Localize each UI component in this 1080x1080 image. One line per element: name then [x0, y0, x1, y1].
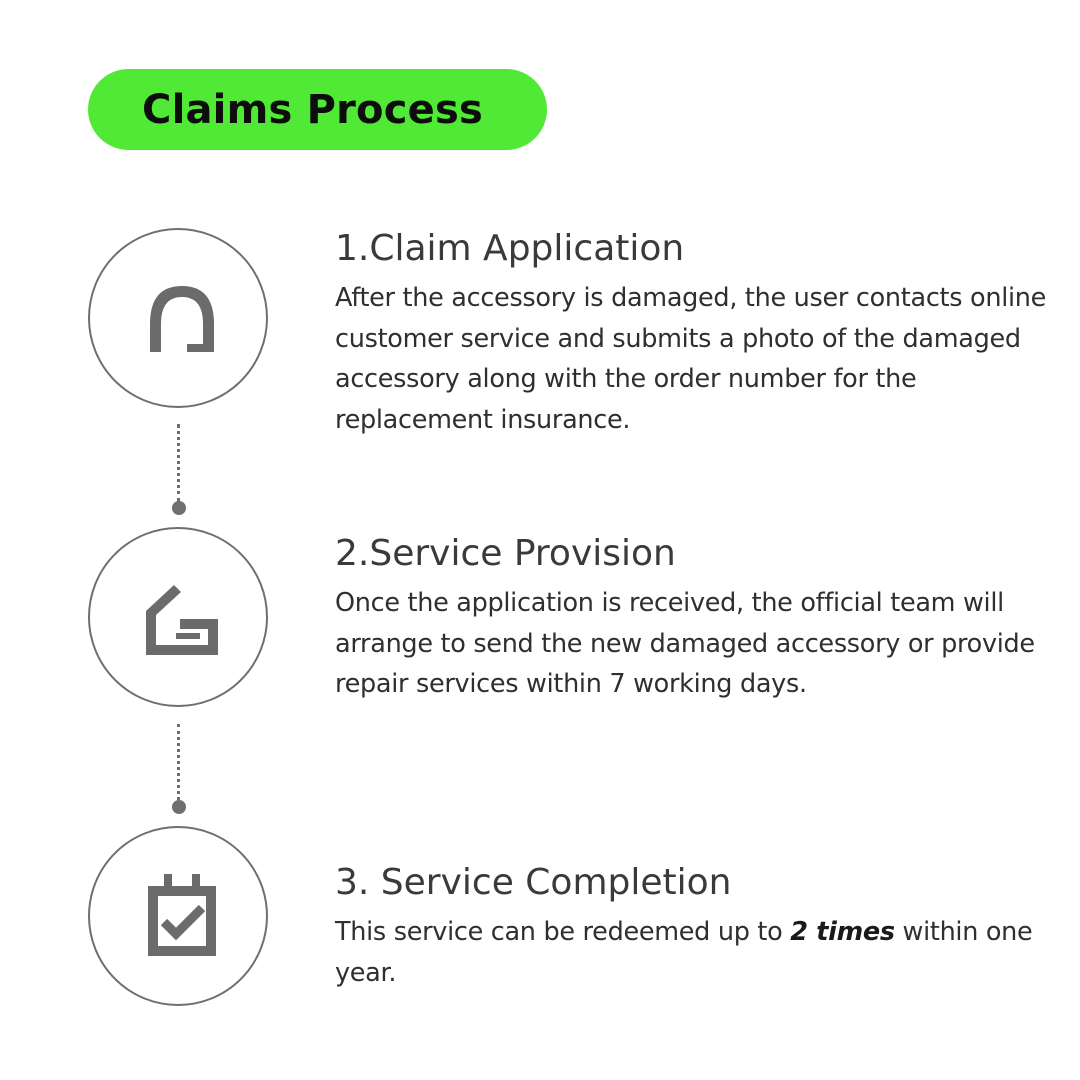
step-1: 1.Claim Application After the accessory …	[335, 228, 1050, 440]
step-connector-2	[177, 724, 180, 800]
step-connector-dot-2	[172, 800, 186, 814]
step-connector-1	[177, 424, 180, 502]
step-3-description-end: within one year.	[335, 917, 1033, 988]
claims-process-badge: Claims Process	[88, 69, 547, 150]
step-3-title: 3. Service Completion	[335, 862, 732, 903]
step-3: 3. Service Completion This service can b…	[335, 862, 1050, 993]
step-2-title: 2.Service Provision	[335, 533, 676, 574]
step-3-description: This service can be redeemed up to 2 tim…	[335, 912, 1050, 993]
page-title: Claims Process	[142, 86, 483, 133]
step-connector-dot-1	[172, 501, 186, 515]
redeem-count: 2 times	[790, 917, 895, 947]
step-2-description: Once the application is received, the of…	[335, 588, 1035, 699]
step-2: 2.Service Provision Once the application…	[335, 533, 1050, 705]
step-1-title: 1.Claim Application	[335, 228, 685, 269]
step-1-description: After the accessory is damaged, the user…	[335, 283, 1047, 435]
step-2-circle	[88, 527, 268, 707]
step-3-description-start: This service can be redeemed up to	[335, 917, 791, 947]
step-1-circle	[88, 228, 268, 408]
step-3-circle	[88, 826, 268, 1006]
house-logo-icon	[146, 585, 218, 655]
horseshoe-magnet-icon	[150, 286, 214, 352]
calendar-check-icon	[148, 874, 216, 956]
